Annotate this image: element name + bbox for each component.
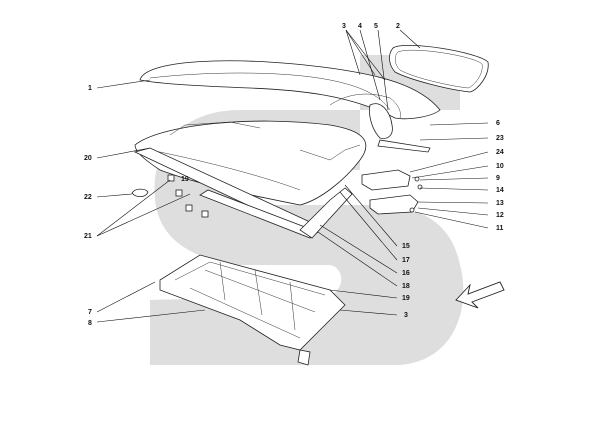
callout-21: 21 (84, 233, 92, 240)
callout-18: 18 (402, 283, 410, 290)
callout-5: 5 (374, 23, 378, 30)
callout-8: 8 (88, 320, 92, 327)
callout-3-lower: 3 (404, 312, 408, 319)
callout-6: 6 (496, 120, 500, 127)
callout-4: 4 (358, 23, 362, 30)
callout-1: 1 (88, 85, 92, 92)
folding-frame (159, 254, 346, 366)
callout-19-upper: 19 (181, 176, 189, 183)
callout-9: 9 (496, 175, 500, 182)
callout-13: 13 (496, 200, 504, 207)
direction-arrow (455, 281, 505, 309)
callout-15: 15 (402, 243, 410, 250)
rear-window (389, 45, 489, 93)
callout-10: 10 (496, 163, 504, 170)
callout-14: 14 (496, 187, 504, 194)
roof-frame (134, 103, 431, 206)
callout-2: 2 (396, 23, 400, 30)
callout-24: 24 (496, 149, 504, 156)
callout-20: 20 (84, 155, 92, 162)
callout-labels: 1 2 3 4 5 6 23 24 10 9 14 13 12 11 20 19… (84, 23, 504, 327)
fasteners-left (131, 174, 209, 218)
callout-19-lower: 19 (402, 295, 410, 302)
callout-7: 7 (88, 309, 92, 316)
callout-23: 23 (496, 135, 504, 142)
latch-assembly (361, 169, 423, 215)
callout-16: 16 (402, 270, 410, 277)
roof-panel (139, 60, 441, 120)
callout-22: 22 (84, 194, 92, 201)
callout-11: 11 (496, 225, 504, 232)
leader-lines (96, 29, 489, 323)
trim-strips (133, 147, 353, 239)
callout-12: 12 (496, 212, 504, 219)
callout-17: 17 (402, 257, 410, 264)
callout-3: 3 (342, 23, 346, 30)
